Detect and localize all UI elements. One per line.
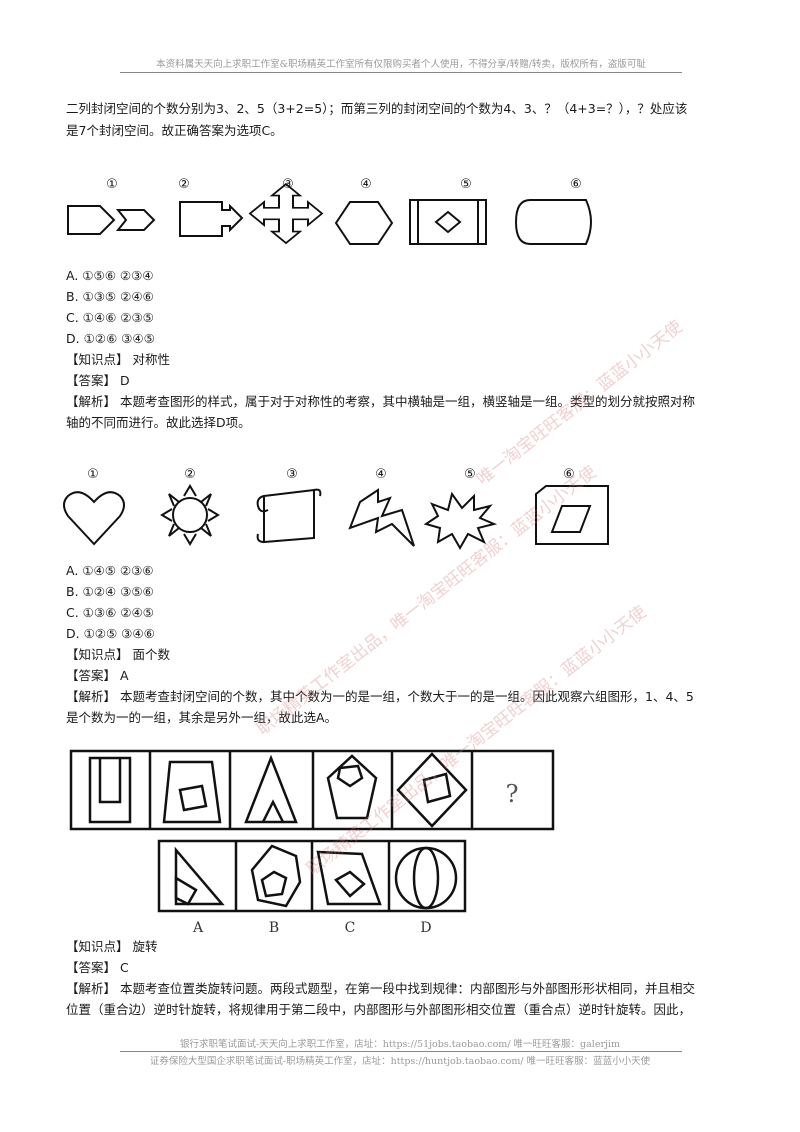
knowledge-value: 旋转 [132,939,158,954]
scroll-shape [263,488,315,544]
pentagon-arrow-shape [67,205,116,235]
q2-answer: 【答案】 A [66,665,129,686]
answer-label: 【答案】 [66,668,117,683]
sun-shape [172,497,208,533]
answer-value: A [120,668,129,683]
q3-option-strip: A B C D [157,839,467,936]
knowledge-label: 【知识点】 [66,352,129,367]
q1-analysis-line-2: 轴的不同而进行。故此选择D项。 [66,415,251,430]
heart-shape [63,491,125,546]
q2-analysis-line-1: 【解析】 本题考查封闭空间的个数，其中个数为一的是一组，个数大于一的是一组。因此… [66,686,694,707]
parallelogram-shape [550,505,592,533]
q1-figure-number: ④ [360,177,372,192]
header-notice: 本资料属天天向上求职工作室&职场精英工作室所有仅限购买者个人使用，不得分享/转赠… [156,59,646,70]
lightning-shape [348,488,415,547]
intro-line-2: 是7个封闭空间。故正确答案为选项C。 [66,123,283,138]
q1-figure-number: ⑥ [570,177,582,192]
q2-figure-number: ③ [286,467,298,482]
q2-option-d: D. ①②⑤ ③④⑥ [66,626,155,641]
analysis-label: 【解析】 [66,981,117,996]
q1-knowledge: 【知识点】 对称性 [66,349,170,370]
option-b-shape [250,844,302,908]
frame-shape [535,485,609,545]
q1-option-b: B. ①③⑤ ②④⑥ [66,289,154,304]
chevron-arrow-shape [115,209,156,231]
hexagon-shape [334,201,394,245]
answer-value: C [120,960,129,975]
q2-option-c: C. ①③⑥ ②④⑤ [66,605,154,620]
header-rule [120,72,682,73]
q1-analysis-line-1: 【解析】 本题考查图形的样式，属于对于对称性的考察，其中横轴是一组，横竖轴是一组… [66,391,695,412]
q2-figures: ① ② ③ ④ ⑤ ⑥ [63,467,609,551]
cylinder-shape [514,199,592,245]
q2-analysis-line-2: 是个数为一的一组，其余是另外一组，故此选A。 [66,710,338,725]
analysis-label: 【解析】 [66,394,117,409]
diamond-outer-shape [396,752,468,828]
starburst-shape [423,491,498,551]
u-shape-inner [98,758,122,804]
analysis-text: 本题考查封闭空间的个数，其中个数为一的是一组，个数大于一的是一组。因此观察六组图… [120,689,694,704]
analysis-label: 【解析】 [66,689,117,704]
q3-analysis-line-1: 【解析】 本题考查位置类旋转问题。两段式题型，在第一段中找到规律：内部图形与外部… [66,978,695,999]
intro-line-1: 二列封闭空间的个数分别为3、2、5（3+2=5）；而第三列的封闭空间的个数为4、… [66,101,688,116]
q1-figure-number: ② [178,177,190,192]
knowledge-label: 【知识点】 [66,647,129,662]
question-mark: ? [506,780,519,808]
q1-answer: 【答案】 D [66,370,130,391]
pentagon-shape [326,754,378,820]
q2-figure-number: ⑤ [464,467,476,482]
knowledge-value: 对称性 [132,352,171,367]
q1-figure-number: ① [106,177,118,192]
q1-option-c: C. ①④⑥ ②③⑤ [66,310,154,325]
knowledge-label: 【知识点】 [66,939,129,954]
footer-rule [120,1051,682,1052]
option-letter: C [345,920,356,936]
footer-line-2: 证券保险大型国企求职笔试面试-职场精英工作室，店址：https://huntjo… [149,1056,651,1067]
four-way-arrow-shape [248,182,324,245]
q2-figure-number: ⑥ [563,467,575,482]
option-letter: B [269,920,279,936]
q2-figure-number: ② [184,467,196,482]
q2-figure-number: ④ [375,467,387,482]
q3-knowledge: 【知识点】 旋转 [66,936,158,957]
option-a-shape [174,846,225,906]
diamond-shape [434,210,462,234]
answer-value: D [120,373,130,388]
u-shape-outer [88,756,132,824]
q1-figures: ① ② ③ ④ ⑤ ⑥ [67,177,592,245]
option-d-circle [394,846,458,910]
answer-label: 【答案】 [66,960,117,975]
answer-label: 【答案】 [66,373,117,388]
analysis-text: 本题考查位置类旋转问题。两段式题型，在第一段中找到规律：内部图形与外部图形形状相… [120,981,696,996]
q2-knowledge: 【知识点】 面个数 [66,644,170,665]
q3-question-strip: ? [69,749,555,831]
footer-line-1: 银行求职笔试面试-天天向上求职工作室，店址：https://51jobs.tao… [180,1039,620,1050]
box-arrow-shape [179,201,244,237]
knowledge-value: 面个数 [132,647,171,662]
trapezoid-shape [162,760,222,824]
q2-option-a: A. ①④⑤ ②③⑥ [66,563,154,578]
q2-option-b: B. ①②④ ③⑤⑥ [66,584,154,599]
rectangle-shape [409,199,487,245]
option-c-shape [316,850,382,906]
option-letter: D [420,920,431,936]
option-letter: A [192,920,204,936]
q3-answer: 【答案】 C [66,957,129,978]
q1-option-a: A. ①⑤⑥ ②③④ [66,268,154,283]
q3-analysis-line-2: 位置（重合边）逆时针旋转，将规律用于第二段中，内部图形与外部图形相交位置（重合点… [66,1002,692,1017]
triangle-shape [244,754,298,824]
q1-figure-number: ③ [282,177,294,192]
q1-option-d: D. ①②⑥ ③④⑤ [66,331,155,346]
analysis-text: 本题考查图形的样式，属于对于对称性的考察，其中横轴是一组，横竖轴是一组。类型的划… [120,394,696,409]
q1-figure-number: ⑤ [460,177,472,192]
q2-figure-number: ① [87,467,99,482]
